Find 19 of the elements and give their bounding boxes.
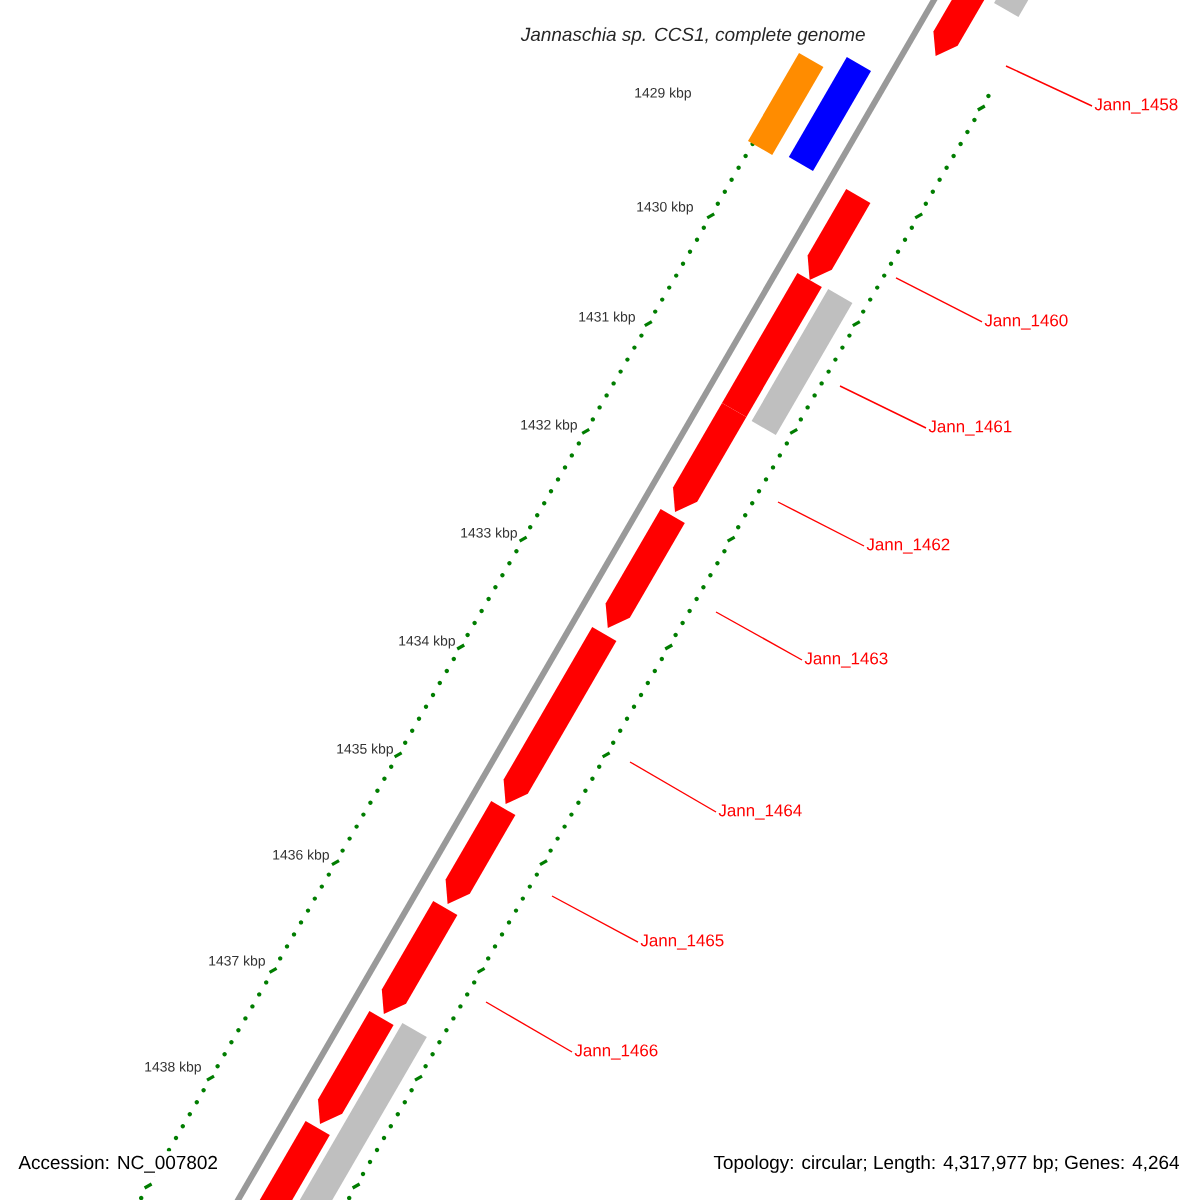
gene-label: Jann_1460 (984, 314, 1068, 330)
leader-line (715, 611, 803, 661)
leader-line (895, 277, 983, 323)
gene-label: Jann_1461 (928, 420, 1012, 436)
gene-label: Jann_1463 (804, 652, 888, 668)
gene-label: Jann_1458 (1094, 98, 1178, 114)
gene-label: Jann_1466 (574, 1044, 658, 1060)
leader-line (839, 385, 927, 429)
leader-line (551, 895, 639, 943)
leader-line (485, 1001, 573, 1053)
leader-line (777, 501, 865, 547)
leader-line (629, 761, 717, 813)
genome-info-text: Topology: circular; Length: 4,317,977 bp; Genes: 4,264 (713, 1155, 1179, 1173)
gene-label: Jann_1462 (866, 538, 950, 554)
gene-label: Jann_1465 (640, 934, 724, 950)
title: Jannaschia sp. CCS1, complete genome (520, 27, 865, 45)
accession-text: Accession: NC_007802 (14, 1151, 222, 1177)
leader-line (1005, 65, 1093, 107)
gene-label: Jann_1464 (718, 804, 802, 820)
